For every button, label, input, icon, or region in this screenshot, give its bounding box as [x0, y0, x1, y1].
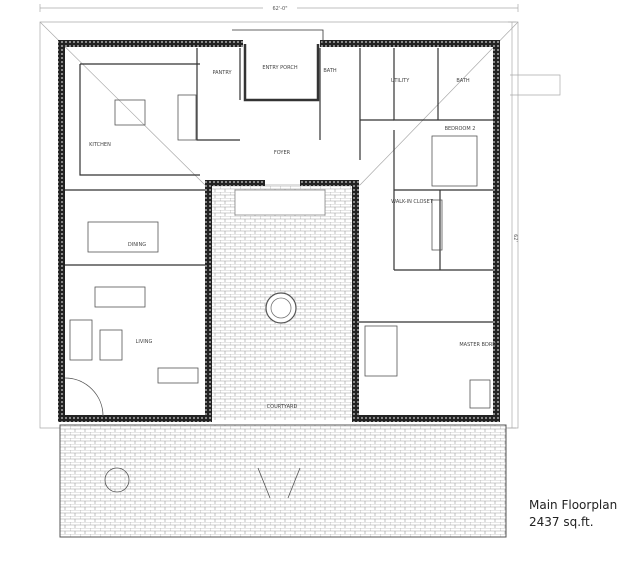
room-label-courtyard: COURTYARD: [267, 404, 298, 410]
courtyard-planter: [234, 189, 326, 216]
room-label-pantry: PANTRY: [212, 70, 232, 76]
room-label-foyer: FOYER: [274, 150, 291, 156]
entry-porch: [232, 29, 324, 102]
room-label-bath-2: BATH: [456, 78, 470, 84]
room-label-living: LIVING: [136, 339, 153, 345]
caption-title: Main Floorplan: [529, 498, 618, 512]
room-label-bedroom-2: BEDROOM 2: [445, 126, 476, 132]
rear-porch: [59, 424, 507, 538]
courtyard-fountain: [265, 292, 297, 324]
room-label-dining: DINING: [128, 242, 146, 248]
caption-area: 2437 sq.ft.: [529, 515, 594, 529]
room-label-entry-porch: ENTRY PORCH: [262, 65, 297, 71]
exterior-walls: [58, 40, 500, 422]
furniture: [64, 94, 491, 499]
room-label-walk-in-closet: WALK-IN CLOSET: [391, 199, 434, 205]
interior-walls: [65, 48, 493, 415]
room-label-kitchen: KITCHEN: [89, 142, 111, 148]
plan-caption: Main Floorplan 2437 sq.ft.: [529, 497, 617, 531]
room-label-bath: BATH: [323, 68, 337, 74]
room-label-utility: UTILITY: [391, 78, 411, 84]
overall-width-dimension: 62'-0": [272, 6, 287, 12]
room-label-master-bdrm: MASTER BDRM: [459, 342, 496, 348]
overall-depth-dimension: 62': [512, 234, 518, 242]
